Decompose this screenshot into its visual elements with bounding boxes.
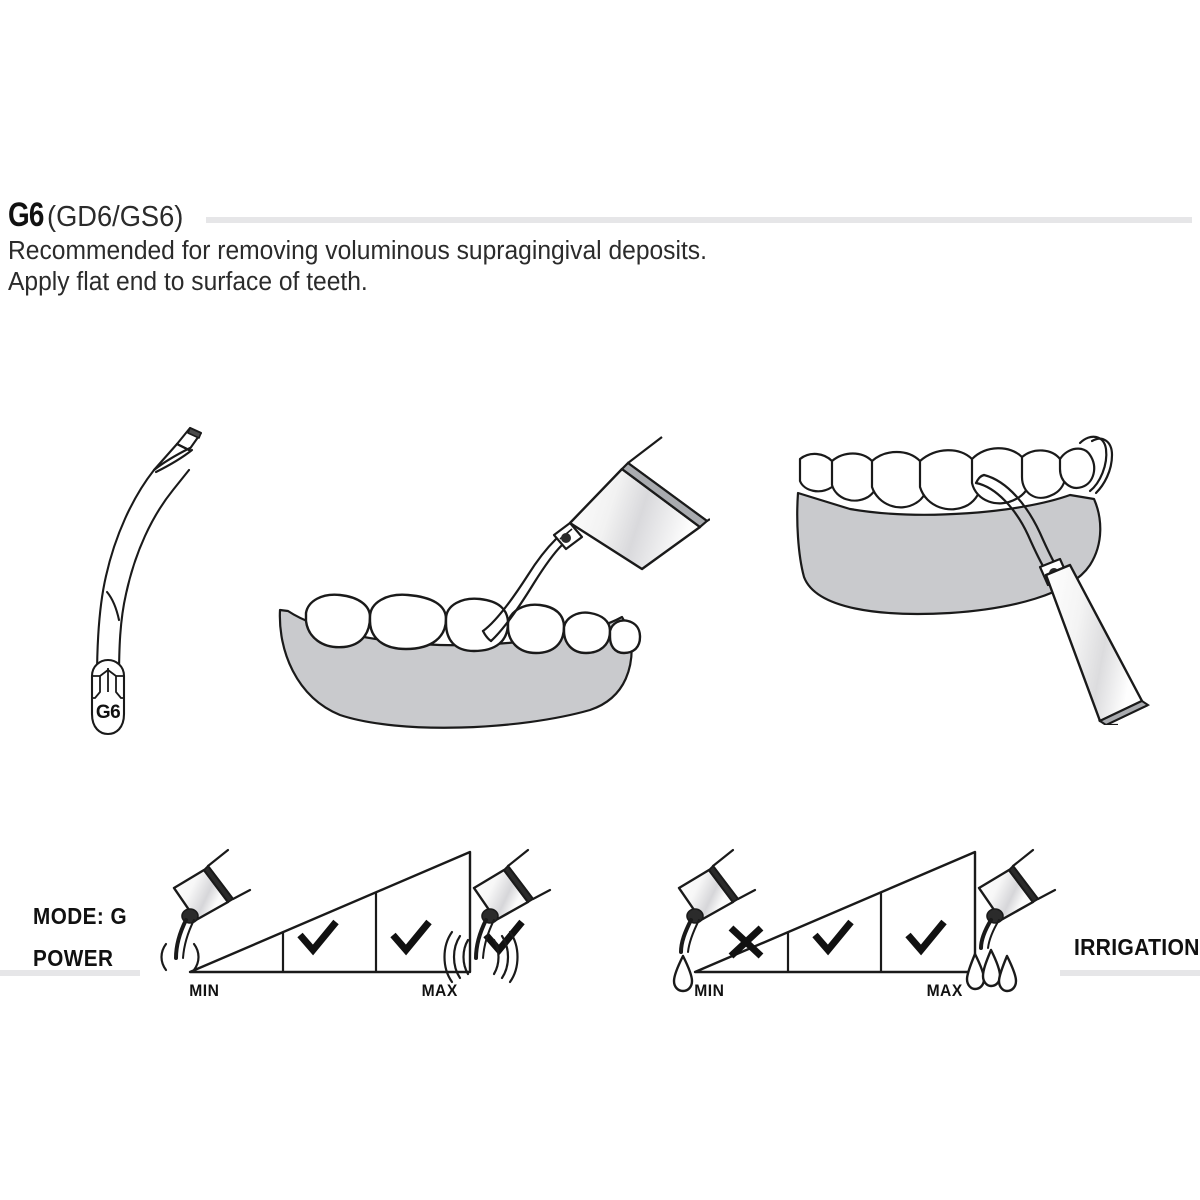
irrigation-label-wrap: IRRIGATION [1040, 934, 1200, 961]
mode-divider [0, 970, 140, 976]
mode-label: MODE: G [33, 903, 128, 929]
tip-collar [552, 521, 584, 551]
power-cell-2-check [390, 919, 432, 956]
mode-power-labels: MODE: G POWER [33, 895, 183, 979]
settings-legend: MODE: G POWER [0, 840, 1200, 1010]
clinical-scene-occlusal [270, 435, 711, 740]
irrigation-cell-2-check [812, 919, 854, 956]
title-row: G6 (GD6/GS6) [8, 196, 1192, 232]
irrigation-divider [1060, 970, 1200, 976]
handpiece-single-drop-icon [672, 848, 757, 993]
irrigation-cell-marks [728, 919, 947, 959]
handpiece-body [1044, 563, 1151, 727]
handpiece-triple-drop-icon [965, 848, 1057, 993]
clinical-scene-lingual [770, 425, 1170, 730]
irrigation-label: IRRIGATION [1074, 934, 1200, 960]
irrigation-max-label: MAX [926, 981, 963, 1000]
handpiece-low-vibration-icon [160, 848, 252, 972]
illustration-row: G6 [0, 370, 1200, 760]
power-label: POWER [33, 945, 114, 971]
scaler-tip-svg: G6 [90, 426, 203, 736]
instrument-tip [481, 537, 564, 643]
power-max-label: MAX [421, 981, 458, 1000]
irrigation-cell-3-check [905, 919, 947, 956]
power-scale-svg [160, 848, 552, 984]
handpiece-body [568, 436, 711, 571]
irrigation-scale-svg [672, 848, 1057, 993]
irrigation-scale-group: MIN MAX [655, 840, 1085, 1005]
page-title: G6 [8, 196, 44, 234]
description-line-1: Recommended for removing voluminous supr… [8, 237, 707, 265]
handpiece-high-vibration-icon [443, 848, 552, 984]
irrigation-cell-1-cross [728, 925, 764, 959]
scaler-tip-illustration: G6 [40, 380, 240, 745]
tip-description: Recommended for removing voluminous supr… [8, 236, 1192, 298]
teeth-group [798, 447, 1096, 511]
tip-header: G6 (GD6/GS6) Recommended for removing vo… [8, 196, 1192, 298]
power-cell-1-check [297, 919, 339, 956]
irrigation-triangle [693, 850, 977, 974]
clinical-scene-lingual-svg [796, 435, 1151, 727]
clinical-scene-occlusal-svg [278, 436, 711, 729]
power-triangle [188, 850, 472, 974]
tip-variant-codes: (GD6/GS6) [47, 201, 184, 233]
teeth-group [304, 593, 642, 655]
irrigation-min-label: MIN [694, 981, 725, 1000]
description-line-2: Apply flat end to surface of teeth. [8, 268, 368, 296]
power-scale-group: MIN MAX [150, 840, 580, 1005]
tip-label-text: G6 [96, 702, 120, 723]
power-cell-3-check [483, 919, 525, 956]
title-divider [206, 217, 1192, 223]
power-min-label: MIN [189, 981, 220, 1000]
power-cell-marks [297, 919, 525, 956]
